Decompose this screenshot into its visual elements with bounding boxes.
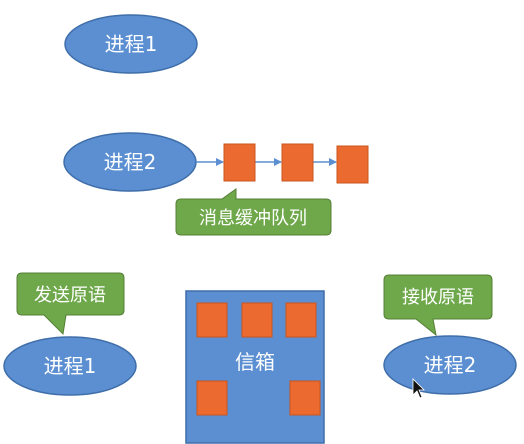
send-primitive-callout: 发送原语 — [16, 272, 125, 336]
mailbox-message-block — [285, 302, 317, 338]
mailbox-message-block — [289, 380, 321, 416]
queue-callout-label: 消息缓冲队列 — [199, 208, 307, 229]
mailbox-label: 信箱 — [235, 350, 275, 374]
process-2-bottom-label: 进程2 — [424, 353, 477, 377]
process-1-bottom-label: 进程1 — [44, 354, 97, 378]
queue-callout: 消息缓冲队列 — [175, 188, 332, 236]
queue-message-block — [223, 143, 256, 182]
receive-primitive-callout: 接收原语 — [383, 274, 493, 337]
process-1-top-label: 进程1 — [105, 32, 158, 56]
mailbox: 信箱 — [185, 290, 325, 444]
process-2-top: 进程2 — [63, 132, 197, 192]
receive-primitive-label: 接收原语 — [402, 287, 474, 308]
process-1-top: 进程1 — [64, 14, 198, 74]
process-2-top-label: 进程2 — [104, 150, 157, 174]
send-primitive-label: 发送原语 — [34, 285, 106, 306]
queue-message-block — [336, 145, 369, 184]
mailbox-message-block — [241, 302, 273, 338]
cursor-icon — [412, 378, 425, 399]
mailbox-message-block — [196, 380, 228, 416]
queue-message-block — [281, 143, 314, 182]
process-1-bottom: 进程1 — [3, 336, 137, 396]
process-2-bottom: 进程2 — [383, 335, 517, 395]
mailbox-message-block — [196, 302, 228, 338]
